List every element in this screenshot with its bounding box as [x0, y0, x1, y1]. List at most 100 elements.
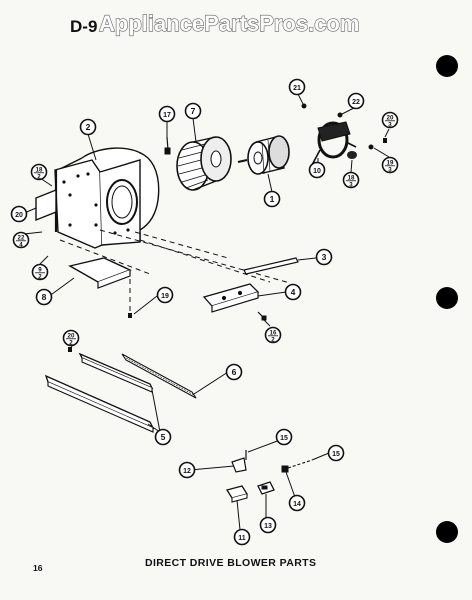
washer-22 — [337, 112, 343, 118]
callout-circle — [263, 190, 281, 208]
callout-quantity: 3 — [388, 122, 392, 129]
angle-bracket-4 — [202, 283, 260, 313]
callout-number: 17 — [163, 112, 171, 119]
callout-c4: 4 — [284, 283, 302, 301]
diagram-code: D-9 — [70, 17, 97, 36]
callout-c19: 19 — [156, 286, 174, 304]
callout-number: 18 — [36, 167, 43, 174]
callout-c2: 2 — [79, 118, 97, 136]
strip-3 — [243, 257, 299, 275]
binder-hole-top — [436, 55, 458, 77]
callout-number: 21 — [293, 85, 301, 92]
page-number: 16 — [33, 563, 43, 573]
callout-circle — [264, 326, 282, 344]
nut-19 — [368, 144, 374, 150]
callout-c20-3: 203 — [381, 111, 399, 129]
screw-17 — [164, 136, 171, 155]
callout-number: 12 — [183, 468, 191, 475]
callout-number: 20 — [387, 115, 394, 122]
callout-circle — [347, 92, 365, 110]
callout-number: 11 — [238, 535, 246, 542]
callout-circle — [31, 263, 49, 281]
callout-circle — [79, 118, 97, 136]
motor-mount-ring — [311, 121, 357, 166]
callout-c15b: 15 — [327, 444, 345, 462]
callout-circle — [158, 105, 176, 123]
callout-c16-2: 162 — [264, 326, 282, 344]
callout-c19-3: 193 — [381, 156, 399, 174]
callout-c20-2: 202 — [62, 329, 80, 347]
screw-20 — [383, 138, 387, 143]
callout-circle — [327, 444, 345, 462]
callout-quantity: 3 — [349, 182, 353, 189]
grommet-18 — [347, 151, 357, 159]
screw-19-lower — [128, 313, 132, 318]
callout-circle — [10, 205, 28, 223]
callout-circle — [154, 428, 172, 446]
callout-c10: 10 — [308, 161, 326, 179]
callout-quantity: 2 — [69, 340, 73, 347]
callout-quantity: 3 — [388, 167, 392, 174]
callout-number: 20 — [68, 333, 75, 340]
callout-quantity: 4 — [19, 242, 23, 249]
callout-c14: 14 — [288, 494, 306, 512]
block-11 — [225, 485, 249, 503]
callout-c18-3: 183 — [342, 171, 360, 189]
callout-circle — [288, 78, 306, 96]
callout-number: 10 — [313, 168, 321, 175]
callout-c1: 1 — [263, 190, 281, 208]
callout-number: 5 — [161, 432, 166, 442]
callout-c6: 6 — [225, 363, 243, 381]
callout-number: 15 — [280, 435, 288, 442]
callout-c22: 22 — [347, 92, 365, 110]
callout-number: 8 — [42, 292, 47, 302]
callout-circle — [288, 494, 306, 512]
callout-circle — [233, 528, 251, 546]
callout-quantity: 2 — [271, 337, 275, 344]
callout-number: 14 — [293, 501, 301, 508]
callout-number: 15 — [332, 451, 340, 458]
callout-c9-2: 92 — [31, 263, 49, 281]
mounting-rails — [44, 352, 197, 433]
callout-number: 22 — [18, 235, 25, 242]
nut-21 — [301, 103, 307, 109]
callout-circle — [156, 286, 174, 304]
blower-housing — [35, 147, 160, 249]
blower-motor — [237, 135, 290, 175]
screw-16 — [257, 311, 267, 321]
mount-bracket-8 — [68, 257, 132, 289]
callout-number: 16 — [270, 330, 277, 337]
callout-number: 20 — [15, 212, 23, 219]
callout-c15a: 15 — [275, 428, 293, 446]
assembly-lines — [59, 229, 291, 312]
callout-circle — [308, 161, 326, 179]
blower-wheel — [176, 136, 232, 191]
callout-circle — [178, 461, 196, 479]
callout-c22-4: 224 — [12, 231, 30, 249]
callout-c21: 21 — [288, 78, 306, 96]
callout-circle — [381, 156, 399, 174]
callout-c7: 7 — [184, 102, 202, 120]
callout-circle — [342, 171, 360, 189]
callout-number: 19 — [387, 160, 394, 167]
callout-number: 2 — [86, 122, 91, 132]
callout-number: 22 — [352, 99, 360, 106]
callout-c5: 5 — [154, 428, 172, 446]
callout-number: 7 — [191, 106, 196, 116]
screw-15 — [281, 459, 313, 473]
callout-circle — [225, 363, 243, 381]
callout-c11: 11 — [233, 528, 251, 546]
callout-number: 13 — [264, 523, 272, 530]
callout-c17: 17 — [158, 105, 176, 123]
callout-circle — [381, 111, 399, 129]
callout-c3: 3 — [315, 248, 333, 266]
callout-number: 1 — [270, 194, 275, 204]
callout-circle — [12, 231, 30, 249]
callout-circle — [259, 516, 277, 534]
callout-number: 3 — [322, 252, 327, 262]
callout-number: 9 — [38, 267, 42, 274]
callout-circle — [184, 102, 202, 120]
